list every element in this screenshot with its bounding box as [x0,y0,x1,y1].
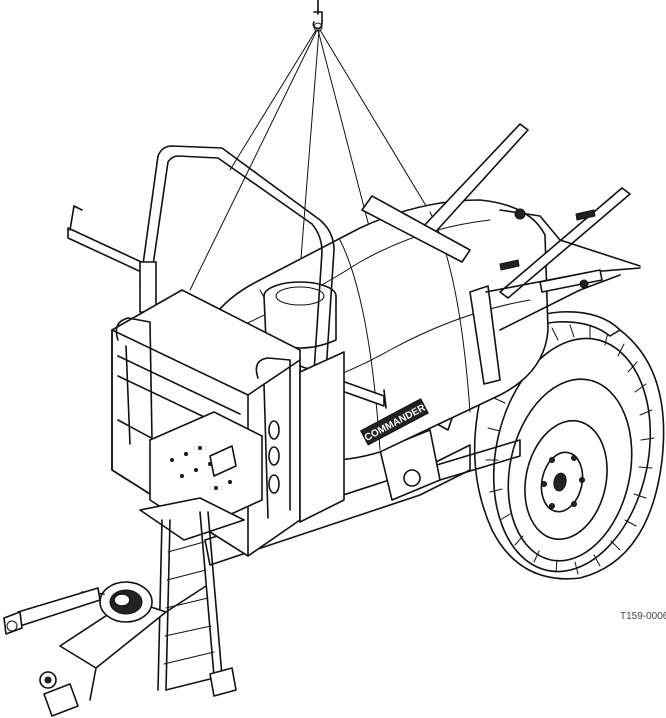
front-platform [111,289,345,557]
lifting-hook [312,0,323,32]
roll-bar [139,145,335,373]
figure-reference-code: T159-0006 [620,611,666,622]
pump [81,581,153,623]
boom-rack [361,123,641,385]
step-ladder [139,497,245,697]
pto-shaft [3,587,101,635]
